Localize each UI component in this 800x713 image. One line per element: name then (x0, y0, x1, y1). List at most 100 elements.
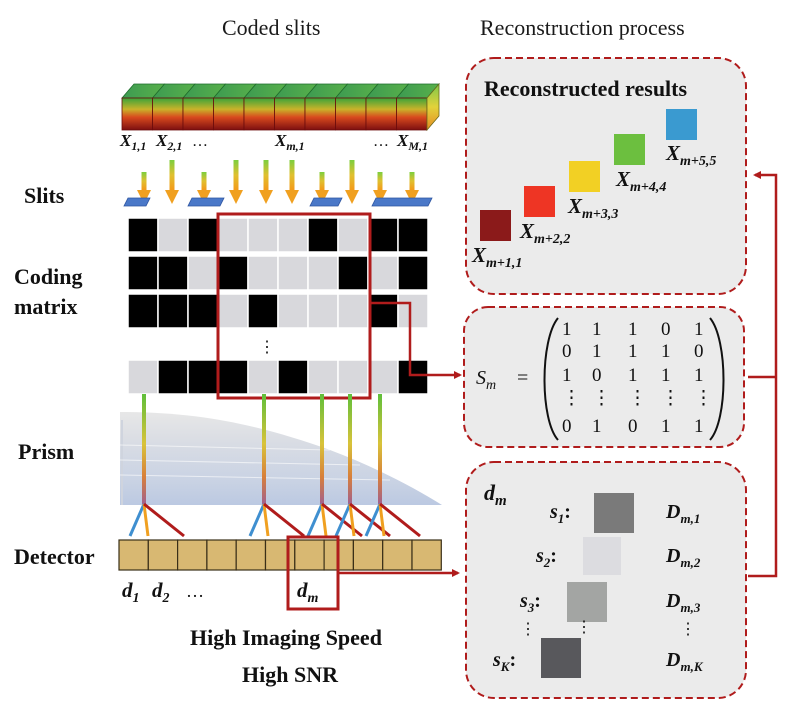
label-xM1: XM,1 (396, 131, 428, 153)
sm-cell-r5-c5: 1 (694, 416, 704, 437)
dp-D-label-2: Dm,2 (665, 545, 701, 570)
recon-label-4: Xm+4,4 (615, 167, 666, 195)
beam-2 (169, 160, 175, 190)
ray-2 (262, 394, 266, 504)
code-cell-r2-c8 (337, 255, 369, 291)
beam-head-3 (197, 190, 211, 204)
coding-matrix (127, 217, 429, 395)
recon-square-4 (614, 134, 645, 165)
cube-front-1 (121, 97, 153, 131)
code-cell-r4-c5 (247, 359, 279, 395)
ray-red-2 (263, 502, 305, 538)
code-cell-r2-c5 (247, 255, 279, 291)
beam-head-4 (229, 190, 243, 204)
sm-cell-r4-c5: ⋮ (694, 388, 713, 409)
code-cell-r2-c7 (307, 255, 339, 291)
recon-square-1 (480, 210, 511, 241)
recon-square-2 (524, 186, 555, 217)
code-cell-r4-c6 (277, 359, 309, 395)
cube-front-7 (304, 97, 336, 131)
ray-3 (320, 394, 324, 504)
sm-cell-r3-c2: 0 (592, 365, 602, 386)
label-xm1: Xm,1 (274, 131, 305, 153)
slit-bars (123, 197, 433, 207)
beam-4 (233, 160, 239, 190)
dp-square-3 (567, 582, 607, 622)
dispersed-rays (128, 394, 421, 538)
recon-square-3 (569, 161, 600, 192)
spectral-datacube (121, 82, 440, 132)
matrix-vdots: ⋮ (259, 339, 275, 356)
ray-orange-1 (142, 503, 150, 537)
sm-cell-r3-c1: 1 (562, 365, 572, 386)
coding-label-line2: matrix (14, 294, 78, 319)
ray-4 (348, 394, 352, 504)
code-cell-r3-c5 (247, 293, 279, 329)
recon-label-3: Xm+3,3 (567, 194, 618, 222)
beam-head-1 (137, 190, 151, 204)
code-cell-r4-c10 (397, 359, 429, 395)
detector-cell-7 (294, 539, 325, 571)
sm-cell-r4-c2: ⋮ (592, 388, 611, 409)
slit-4 (371, 197, 433, 207)
cube-front-6 (274, 97, 306, 131)
dp-s-label-3: s3: (519, 590, 541, 615)
incoming-beams (137, 160, 419, 204)
code-cell-r4-c4 (217, 359, 249, 395)
connector-arrows (338, 171, 778, 578)
detector-label: Detector (14, 544, 95, 569)
beam-9 (377, 172, 383, 190)
code-cell-r1-c3 (187, 217, 219, 253)
code-cell-r4-c9 (367, 359, 399, 395)
recon-square-5 (666, 109, 697, 140)
cube-front-2 (152, 97, 184, 131)
ray-orange-4 (348, 503, 356, 537)
slits-label: Slits (24, 183, 65, 208)
ray-blue-1 (128, 503, 146, 537)
slit-2 (187, 197, 225, 207)
beam-1 (141, 172, 147, 190)
ray-red-1 (143, 502, 185, 538)
detector-cell-5 (235, 539, 267, 571)
slit-1 (123, 197, 151, 207)
code-cell-r2-c4 (217, 255, 249, 291)
detector-array (118, 539, 442, 571)
recon-label-1: Xm+1,1 (471, 243, 522, 271)
detector-cell-9 (352, 539, 384, 571)
matrix-left-paren (543, 317, 559, 441)
cube-front-9 (365, 97, 397, 131)
ray-orange-3 (320, 503, 328, 537)
reconstructed-results-panel: Reconstructed results Xm+1,1Xm+2,2Xm+3,3… (465, 57, 747, 295)
beam-3 (201, 172, 207, 190)
sm-equals: = (517, 367, 528, 389)
sm-cell-r2-c5: 0 (694, 341, 704, 362)
code-cell-r1-c4 (217, 217, 249, 253)
code-cell-r4-c2 (157, 359, 189, 395)
sm-cell-r3-c5: 1 (694, 365, 704, 386)
prism (119, 412, 442, 505)
sm-cell-r1-c2: 1 (592, 319, 602, 340)
ray-1 (142, 394, 146, 504)
sm-cell-r2-c4: 1 (661, 341, 671, 362)
ray-blue-3 (306, 503, 324, 537)
ray-blue-4 (334, 503, 352, 537)
cube-front-5 (243, 97, 275, 131)
detector-cell-10 (382, 539, 413, 571)
code-cell-r3-c1 (127, 293, 159, 329)
dp-square-2 (583, 537, 621, 575)
detector-cell-2 (147, 539, 179, 571)
sm-cell-r1-c4: 0 (661, 319, 671, 340)
dp-vdots-s: ⋮ (520, 621, 536, 638)
sm-cell-r4-c4: ⋮ (661, 388, 680, 409)
detector-decomposition-panel: dm s1:Dm,1s2:Dm,2s3:Dm,3sK:Dm,K ⋮ ⋮ ⋮ (465, 461, 747, 699)
code-cell-r3-c7 (307, 293, 339, 329)
code-cell-r3-c9 (367, 293, 399, 329)
sm-cell-r4-c1: ⋮ (562, 388, 581, 409)
code-cell-r2-c9 (367, 255, 399, 291)
code-cell-r3-c8 (337, 293, 369, 329)
detector-cell-4 (206, 539, 237, 571)
code-cell-r1-c7 (307, 217, 339, 253)
code-cell-r3-c10 (397, 293, 429, 329)
